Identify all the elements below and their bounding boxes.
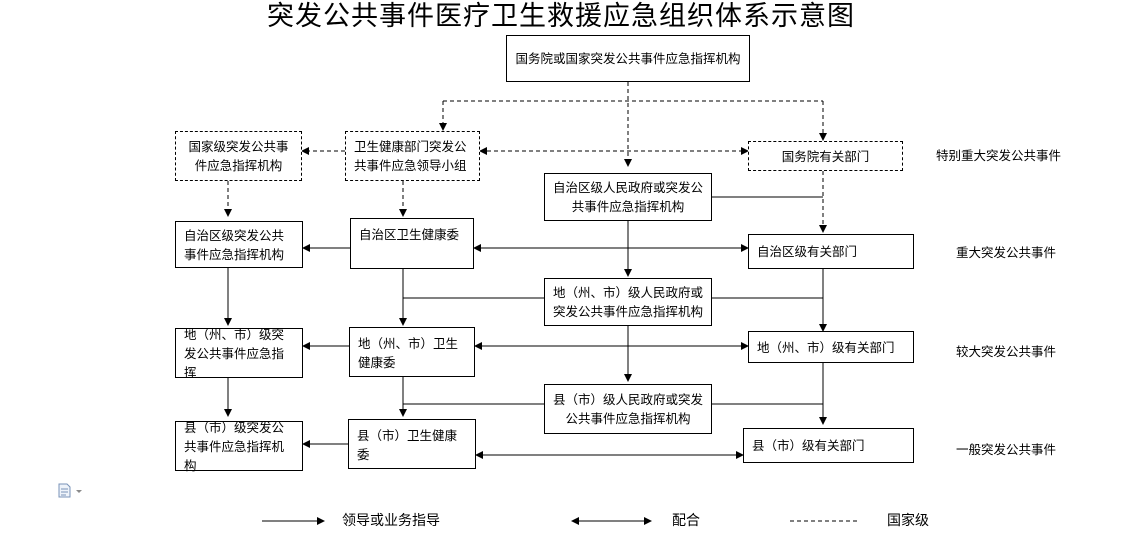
prefecture-command-box: 地（州、市）级突发公共事件应急指挥 bbox=[175, 327, 303, 380]
county-health-box: 县（市）卫生健康委 bbox=[348, 419, 476, 469]
legend-cooperation-label: 配合 bbox=[672, 513, 700, 529]
level-label-major: 重大突发公共事件 bbox=[956, 245, 1057, 260]
state-council-box: 国务院或国家突发公共事件应急指挥机构 bbox=[506, 35, 750, 82]
state-departments-box: 国务院有关部门 bbox=[748, 141, 903, 171]
legend-national-label: 国家级 bbox=[887, 513, 929, 529]
page-title: 突发公共事件医疗卫生救援应急组织体系示意图 bbox=[267, 1, 855, 32]
region-government-box: 自治区级人民政府或突发公共事件应急指挥机构 bbox=[544, 173, 712, 221]
prefecture-government-box: 地（州、市）级人民政府或突发公共事件应急指挥机构 bbox=[544, 278, 712, 326]
national-command-box: 国家级突发公共事件应急指挥机构 bbox=[175, 131, 302, 181]
prefecture-departments-box: 地（州、市）级有关部门 bbox=[748, 331, 914, 363]
region-health-box: 自治区卫生健康委 bbox=[350, 218, 474, 269]
region-command-box: 自治区级突发公共事件应急指挥机构 bbox=[175, 221, 303, 268]
prefecture-health-box: 地（州、市）卫生健康委 bbox=[349, 327, 475, 377]
level-label-large: 较大突发公共事件 bbox=[956, 344, 1057, 359]
county-departments-box: 县（市）级有关部门 bbox=[743, 428, 914, 463]
level-label-general: 一般突发公共事件 bbox=[956, 442, 1057, 457]
region-departments-box: 自治区级有关部门 bbox=[748, 234, 914, 269]
level-label-special: 特别重大突发公共事件 bbox=[936, 148, 1062, 163]
legend-guidance-label: 领导或业务指导 bbox=[342, 513, 440, 529]
health-leading-group-box: 卫生健康部门突发公共事件应急领导小组 bbox=[345, 131, 480, 181]
document-icon[interactable] bbox=[57, 483, 87, 499]
county-government-box: 县（市）级人民政府或突发公共事件应急指挥机构 bbox=[544, 384, 712, 434]
county-command-box: 县（市）级突发公共事件应急指挥机构 bbox=[175, 420, 303, 473]
